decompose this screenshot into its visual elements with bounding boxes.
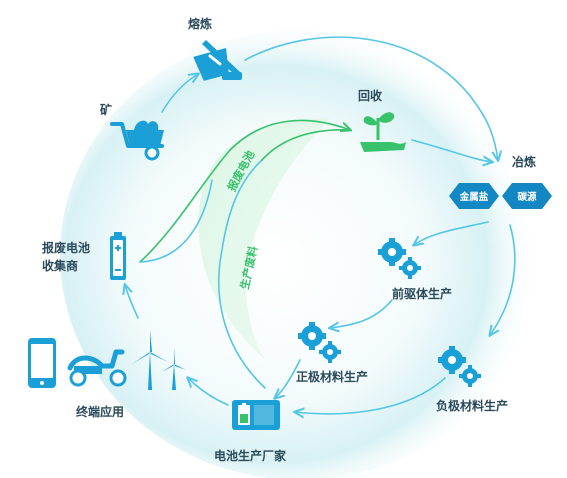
cathode-label: 正极材料生产	[296, 369, 368, 384]
arrow-anode-to-battery	[295, 377, 446, 414]
smelting-ladle-icon	[193, 40, 242, 81]
metal-salt-badge: 金属盐	[449, 183, 499, 209]
end-use-label: 终端应用	[76, 404, 124, 419]
arrow-collector-inner	[139, 179, 213, 263]
anode-label: 负极材料生产	[436, 398, 508, 413]
carbon-source-label: 碳源	[517, 191, 537, 203]
arrow-smelt-to-refine	[244, 36, 498, 160]
cathode-gear-icon	[298, 322, 341, 363]
wind-turbine-icon	[132, 330, 186, 390]
precursor-label: 前驱体生产	[392, 286, 452, 301]
arrow-cathode-to-battery	[275, 359, 301, 398]
refining-label: 冶炼	[512, 154, 536, 169]
anode-gear-icon	[438, 346, 481, 387]
arrow-enduse-to-collector	[125, 285, 139, 319]
scooter-icon	[67, 349, 127, 387]
smelting-label: 熔炼	[188, 16, 212, 31]
flow-arrows	[125, 36, 516, 414]
arrow-battery-to-enduse	[188, 378, 229, 406]
arrow-refine-to-precursor	[414, 221, 489, 245]
precursor-gear-icon	[378, 238, 421, 279]
metal-salt-label: 金属盐	[459, 191, 489, 203]
collector-label-line1: 报废电池	[42, 240, 90, 255]
arrow-recycle-to-refine	[411, 139, 492, 162]
collector-label-line2: 收集商	[42, 258, 78, 273]
recycle-plant-hand-icon	[360, 112, 406, 152]
carbon-source-badge: 碳源	[502, 183, 552, 209]
arrow-refine-to-anode	[490, 224, 516, 335]
arrow-mine-to-smelt	[161, 74, 198, 113]
battery-factory-icon	[232, 400, 280, 430]
mine-label: 矿	[100, 102, 112, 117]
mine-cart-icon	[110, 120, 164, 161]
arrow-collector-to-recycle	[139, 119, 350, 263]
inner-green-band	[198, 118, 330, 360]
recycle-label: 回收	[358, 88, 382, 103]
phone-icon	[28, 338, 56, 388]
arrow-production-waste	[218, 159, 266, 389]
arrow-waste-join	[261, 129, 351, 161]
battery-factory-label: 电池生产厂家	[214, 448, 287, 463]
arrow-precursor-to-cathode	[330, 299, 393, 328]
scrap-battery-icon	[110, 232, 126, 280]
